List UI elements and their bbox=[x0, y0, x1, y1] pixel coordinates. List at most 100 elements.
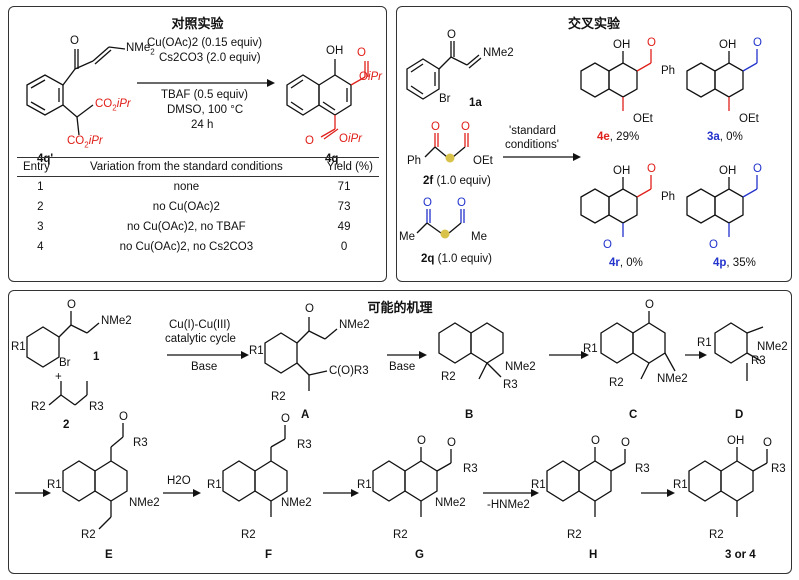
table-header-variation: Variation from the standard conditions bbox=[63, 157, 310, 177]
mech-C-o: O bbox=[645, 299, 654, 311]
mech-C-nme2: NMe2 bbox=[657, 373, 688, 385]
product-3a-structure bbox=[686, 49, 758, 111]
sm-nme2: NMe2 bbox=[126, 42, 155, 57]
mech-F-r2: R2 bbox=[241, 529, 256, 541]
table-cell-variation: none bbox=[173, 181, 200, 193]
table-cell-variation: no Cu(OAc)2, no TBAF bbox=[127, 221, 246, 233]
mech-step1-c: Base bbox=[191, 361, 218, 373]
condition-line-3: TBAF (0.5 equiv) bbox=[161, 89, 248, 101]
sm-ester-1: CO2iPr bbox=[95, 98, 131, 113]
mech-sm2-r3: R3 bbox=[89, 401, 104, 413]
mech-sm2-label: 2 bbox=[63, 419, 70, 431]
mech-final-oh: OH bbox=[727, 435, 745, 447]
prod-ring-left bbox=[286, 74, 320, 116]
mech-step-h2o: H2O bbox=[167, 475, 191, 487]
table-cell-entry: 1 bbox=[37, 181, 44, 193]
sm-2q-me2: Me bbox=[471, 231, 487, 243]
p4e-ph: Ph bbox=[661, 65, 676, 77]
mech-G-r1: R1 bbox=[357, 479, 372, 491]
prod-ester-bottom: O bbox=[305, 135, 314, 147]
mech-E-label: E bbox=[105, 549, 113, 561]
p4r-o: O bbox=[647, 163, 656, 175]
mech-G-r3: R3 bbox=[463, 463, 478, 475]
sm-1a-nme2: NMe2 bbox=[483, 47, 514, 59]
mech-sm1-r1: R1 bbox=[11, 341, 26, 353]
mech-H-r3: R3 bbox=[635, 463, 650, 475]
sm-ketone-o: O bbox=[70, 35, 79, 47]
mechanism-panel: 可能的机理 bbox=[8, 290, 792, 574]
mech-final-r3: R3 bbox=[771, 463, 786, 475]
sm-2f-label: 2f (1.0 equiv) bbox=[423, 175, 491, 187]
table-cell-variation: no Cu(OAc)2 bbox=[152, 201, 220, 213]
crossover-cond-1: 'standard bbox=[509, 125, 556, 137]
mech-E-r1: R1 bbox=[47, 479, 62, 491]
prod-ester-top-r: OiPr bbox=[359, 71, 383, 83]
mech-step2: Base bbox=[389, 361, 416, 373]
mech-H-o2: O bbox=[621, 437, 630, 449]
p4e-oh: OH bbox=[613, 39, 631, 51]
crossover-structures bbox=[406, 41, 758, 239]
mech-G-label: G bbox=[415, 549, 424, 561]
mech-A-group: C(O)R3 bbox=[329, 365, 369, 377]
sm-2q-me1: Me bbox=[399, 231, 415, 243]
mech-A-o: O bbox=[305, 303, 314, 315]
table-row: 3 no Cu(OAc)2, no TBAF 49 bbox=[17, 217, 379, 237]
mech-final-label: 3 or 4 bbox=[725, 549, 756, 561]
crossover-cond-2: conditions' bbox=[505, 139, 559, 151]
mech-sm1-nme2: NMe2 bbox=[101, 315, 132, 327]
p3a-oh: OH bbox=[719, 39, 737, 51]
mech-G-o1: O bbox=[417, 435, 426, 447]
p3a-oet: OEt bbox=[739, 113, 759, 125]
mech-D-label: D bbox=[735, 409, 744, 421]
mech-D-nme2: NMe2 bbox=[757, 341, 788, 353]
product-4r-structure bbox=[580, 175, 652, 237]
prod-ring-right bbox=[318, 74, 352, 116]
sm-2f-oet: OEt bbox=[473, 155, 493, 167]
table-header-entry: Entry bbox=[17, 157, 64, 177]
mech-H-label: H bbox=[589, 549, 598, 561]
p4r-oh: OH bbox=[613, 165, 631, 177]
table-cell-yield: 73 bbox=[337, 201, 351, 213]
mech-sm1-br: Br bbox=[59, 357, 71, 369]
product-4p-structure bbox=[686, 175, 758, 237]
crossover-experiment-panel: 交叉实验 bbox=[396, 6, 792, 282]
mech-final-r1: R1 bbox=[673, 479, 688, 491]
mech-F-r3: R3 bbox=[297, 439, 312, 451]
table-row: 1 none 71 bbox=[17, 177, 379, 198]
mech-step1-a: Cu(I)-Cu(III) bbox=[169, 319, 231, 331]
control-experiment-title: 对照实验 bbox=[171, 17, 224, 32]
crossover-experiment-title: 交叉实验 bbox=[567, 17, 620, 32]
mech-final-r2: R2 bbox=[709, 529, 724, 541]
mech-G-r2: R2 bbox=[393, 529, 408, 541]
mech-step1-b: catalytic cycle bbox=[165, 333, 236, 345]
mech-final-o: O bbox=[763, 437, 772, 449]
sm-2q-o2: O bbox=[457, 197, 466, 209]
condition-line-5: 24 h bbox=[191, 119, 214, 131]
table-row: 2 no Cu(OAc)2 73 bbox=[17, 197, 379, 217]
mech-F-label: F bbox=[265, 549, 273, 561]
condition-line-2: Cs2CO3 (2.0 equiv) bbox=[159, 52, 261, 64]
table-cell-entry: 4 bbox=[37, 241, 44, 253]
mech-E-o: O bbox=[119, 411, 128, 423]
p4r-ph: Ph bbox=[661, 191, 676, 203]
table-cell-entry: 3 bbox=[37, 221, 44, 233]
mech-A-r2: R2 bbox=[271, 391, 286, 403]
table-header-yield: Yield (%) bbox=[309, 157, 379, 177]
mechanism-structures bbox=[15, 311, 768, 530]
mech-F-r1: R1 bbox=[207, 479, 222, 491]
table-cell-variation: no Cu(OAc)2, no Cs2CO3 bbox=[119, 241, 254, 253]
sm-2f-o1: O bbox=[431, 121, 440, 133]
sm-2q-o1: O bbox=[423, 197, 432, 209]
mech-H-o1: O bbox=[591, 435, 600, 447]
mech-F-o: O bbox=[281, 413, 290, 425]
sm-1a-br: Br bbox=[439, 93, 451, 105]
table-cell-yield: 71 bbox=[337, 181, 351, 193]
methylene-dot bbox=[440, 229, 450, 239]
p4p-oh: OH bbox=[719, 165, 737, 177]
mech-G-nme2: NMe2 bbox=[435, 497, 466, 509]
table-cell-entry: 2 bbox=[37, 201, 44, 213]
mech-C-label: C bbox=[629, 409, 638, 421]
mech-B-nme2: NMe2 bbox=[505, 361, 536, 373]
p4r-o-bottom: O bbox=[603, 239, 612, 251]
mech-sm1-label: 1 bbox=[93, 351, 100, 363]
